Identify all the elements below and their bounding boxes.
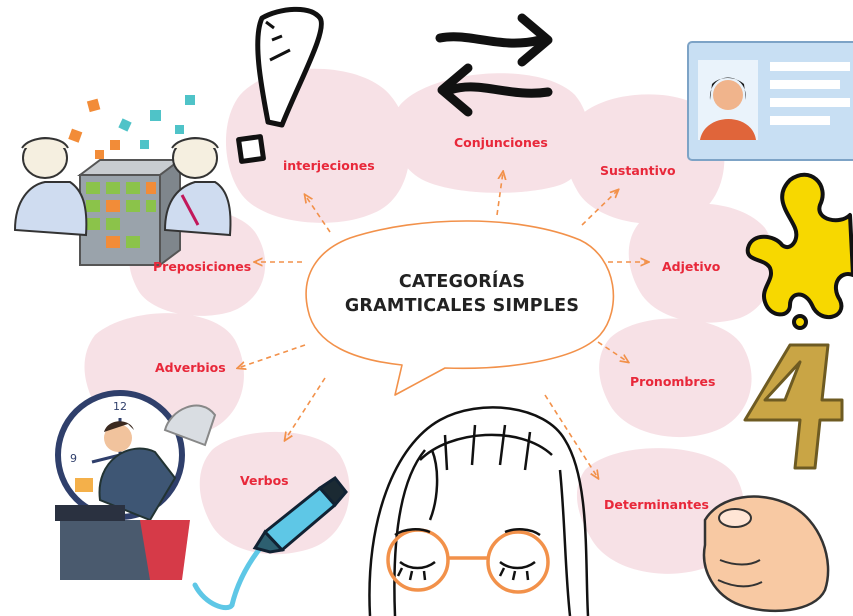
- office-workers-cube-illustration: [13, 95, 232, 267]
- label-conjunciones: Conjunciones: [454, 135, 548, 150]
- clock-nine: 9: [70, 452, 77, 465]
- number-four-icon: [743, 343, 844, 470]
- title-line-2: GRAMTICALES SIMPLES: [344, 296, 580, 316]
- clock-worker-illustration: [55, 390, 217, 580]
- clock-twelve: 12: [113, 400, 127, 413]
- label-adverbios: Adverbios: [155, 360, 226, 375]
- girl-with-glasses-illustration: [368, 406, 590, 616]
- title-line-1: CATEGORÍAS: [398, 272, 526, 292]
- diagram-title: CATEGORÍAS GRAMTICALES SIMPLES: [322, 270, 602, 318]
- label-determinantes: Determinantes: [604, 497, 709, 512]
- label-adjetivo: Adjetivo: [662, 259, 721, 274]
- blob-conjunciones: [391, 73, 590, 193]
- arrow-conjunciones: [496, 172, 503, 216]
- arrow-adverbios: [238, 344, 306, 368]
- label-interjeciones: interjeciones: [283, 158, 375, 173]
- exclamation-icon: [236, 6, 324, 164]
- arrow-verbos: [285, 377, 326, 440]
- label-preposiciones: Preposiciones: [153, 259, 252, 274]
- center-speech-bubble: [305, 220, 615, 396]
- label-verbos: Verbos: [240, 473, 289, 488]
- blob-pronombres: [599, 318, 752, 438]
- blob-determinantes: [576, 448, 745, 574]
- highlighter-icon: [192, 475, 348, 611]
- blob-sustantivo: [565, 94, 725, 224]
- arrow-determinantes: [544, 394, 598, 478]
- label-pronombres: Pronombres: [630, 374, 716, 389]
- arrow-pronombres: [597, 341, 628, 362]
- blob-adjetivo: [628, 203, 776, 323]
- yellow-splat-icon: [745, 172, 853, 330]
- pointing-hand-icon: [702, 495, 830, 613]
- swap-arrows-icon: [435, 13, 553, 117]
- id-card-icon: [687, 41, 853, 161]
- label-sustantivo: Sustantivo: [600, 163, 676, 178]
- arrow-interjeciones: [305, 195, 331, 233]
- connector-arrows: [238, 172, 648, 478]
